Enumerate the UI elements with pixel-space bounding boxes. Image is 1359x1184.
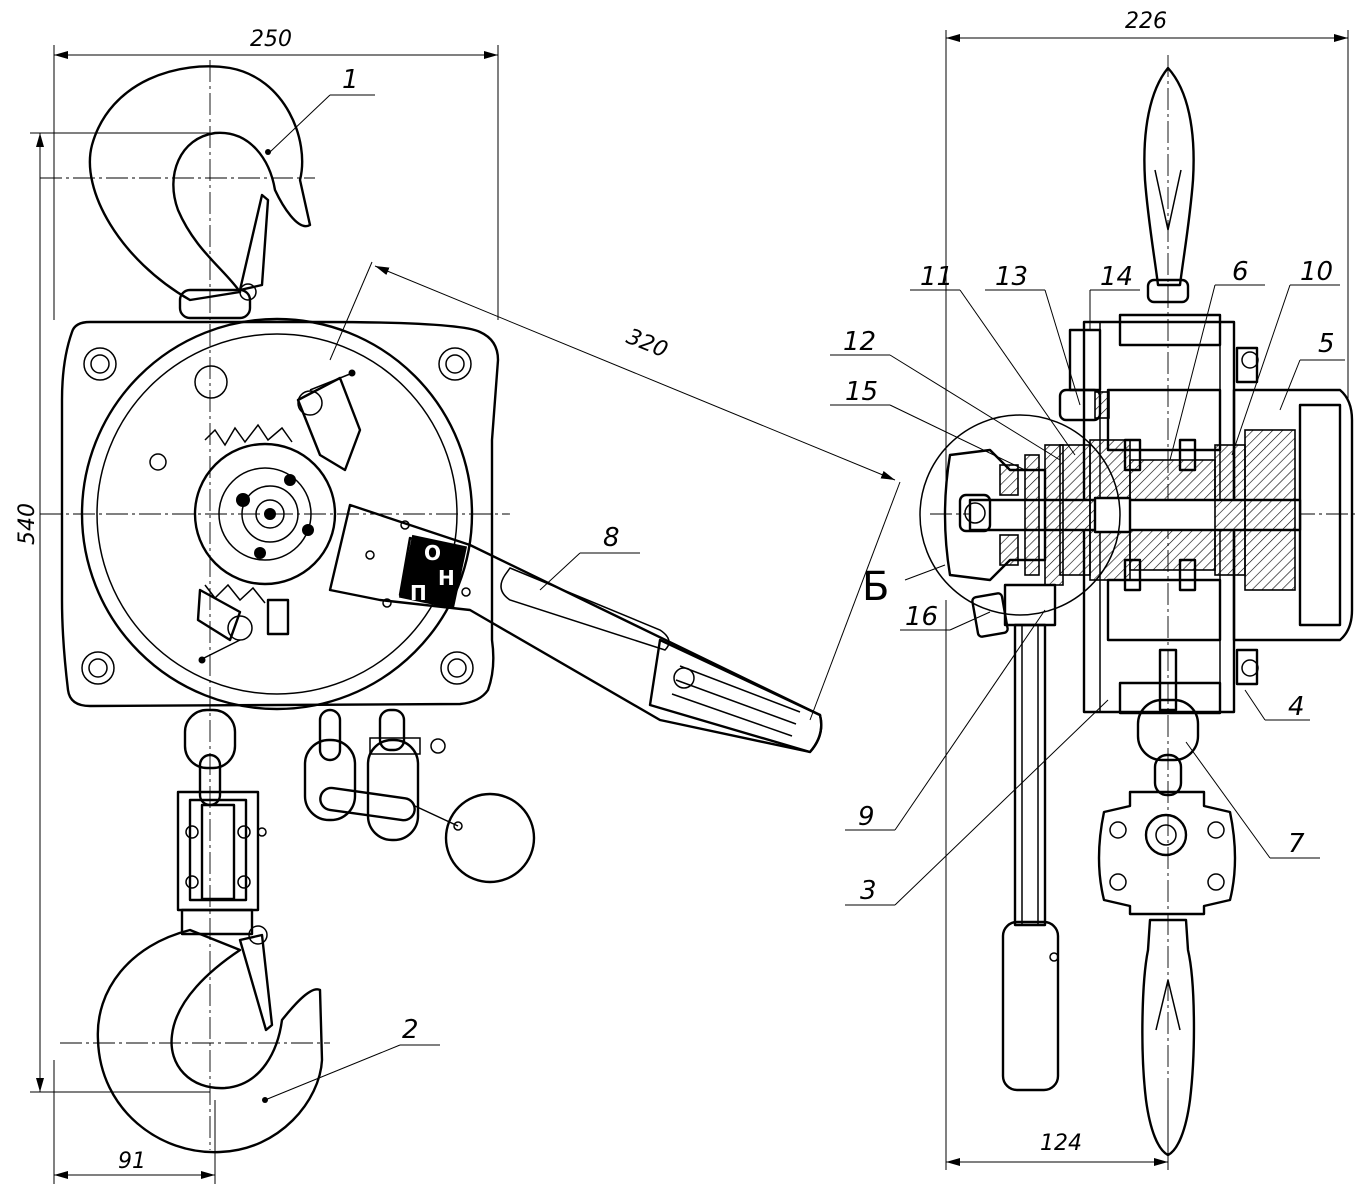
callout-13: 13 xyxy=(995,262,1028,292)
ratchet-mechanism xyxy=(193,369,362,664)
dim-label-124: 124 xyxy=(1040,1131,1082,1156)
front-callouts: 1 2 8 xyxy=(264,65,640,1101)
load-chain xyxy=(176,708,267,936)
gearbox-section xyxy=(968,429,1302,592)
dim-label-250: 250 xyxy=(250,27,292,52)
callout-2: 2 xyxy=(402,1015,419,1045)
section-mark: Б xyxy=(862,564,946,610)
dim-label-540: 540 xyxy=(15,503,40,545)
upper-fasteners xyxy=(1058,328,1110,422)
dimension-side-width: 226 xyxy=(945,9,1349,500)
callout-10: 10 xyxy=(1300,257,1333,287)
dim-label-91: 91 xyxy=(118,1149,146,1174)
lower-hook xyxy=(96,925,324,1154)
brake-side xyxy=(919,414,1121,616)
callout-11: 11 xyxy=(920,262,953,292)
callout-12: 12 xyxy=(843,327,876,357)
callout-16: 16 xyxy=(905,602,938,632)
switch-label-bottom: П xyxy=(410,581,427,605)
upper-hook xyxy=(88,65,312,320)
callout-3: 3 xyxy=(860,876,877,906)
side-view: 226 124 xyxy=(830,9,1355,1170)
dimension-overall-height: 540 xyxy=(15,132,210,1093)
section-label: Б xyxy=(862,564,889,610)
callout-4: 4 xyxy=(1288,692,1305,722)
lower-block-side xyxy=(1097,648,1237,1157)
dim-label-226: 226 xyxy=(1125,9,1167,34)
callout-1: 1 xyxy=(342,65,359,95)
switch-label-right: Н xyxy=(438,566,455,590)
callout-7: 7 xyxy=(1288,829,1305,859)
side-callouts: 11 13 14 6 10 5 12 15 16 4 7 9 3 xyxy=(830,257,1345,906)
direction-switch: О Н П xyxy=(398,534,468,610)
dim-label-320: 320 xyxy=(623,324,671,363)
front-view: 250 540 91 xyxy=(15,27,901,1184)
dimension-side-depth: 124 xyxy=(945,600,1169,1170)
callout-9: 9 xyxy=(858,802,875,832)
dimension-overall-width: 250 xyxy=(53,27,499,320)
lever-handle xyxy=(328,503,823,754)
callout-5: 5 xyxy=(1318,329,1335,359)
dimension-hook-offset: 91 xyxy=(53,1060,216,1184)
callout-15: 15 xyxy=(845,377,878,407)
lever-side xyxy=(971,583,1060,1092)
callout-8: 8 xyxy=(603,523,620,553)
hand-chain xyxy=(303,708,536,884)
callout-6: 6 xyxy=(1232,257,1249,287)
callout-14: 14 xyxy=(1100,262,1133,292)
upper-hook-side xyxy=(1143,66,1195,304)
switch-label-top: О xyxy=(424,541,441,565)
